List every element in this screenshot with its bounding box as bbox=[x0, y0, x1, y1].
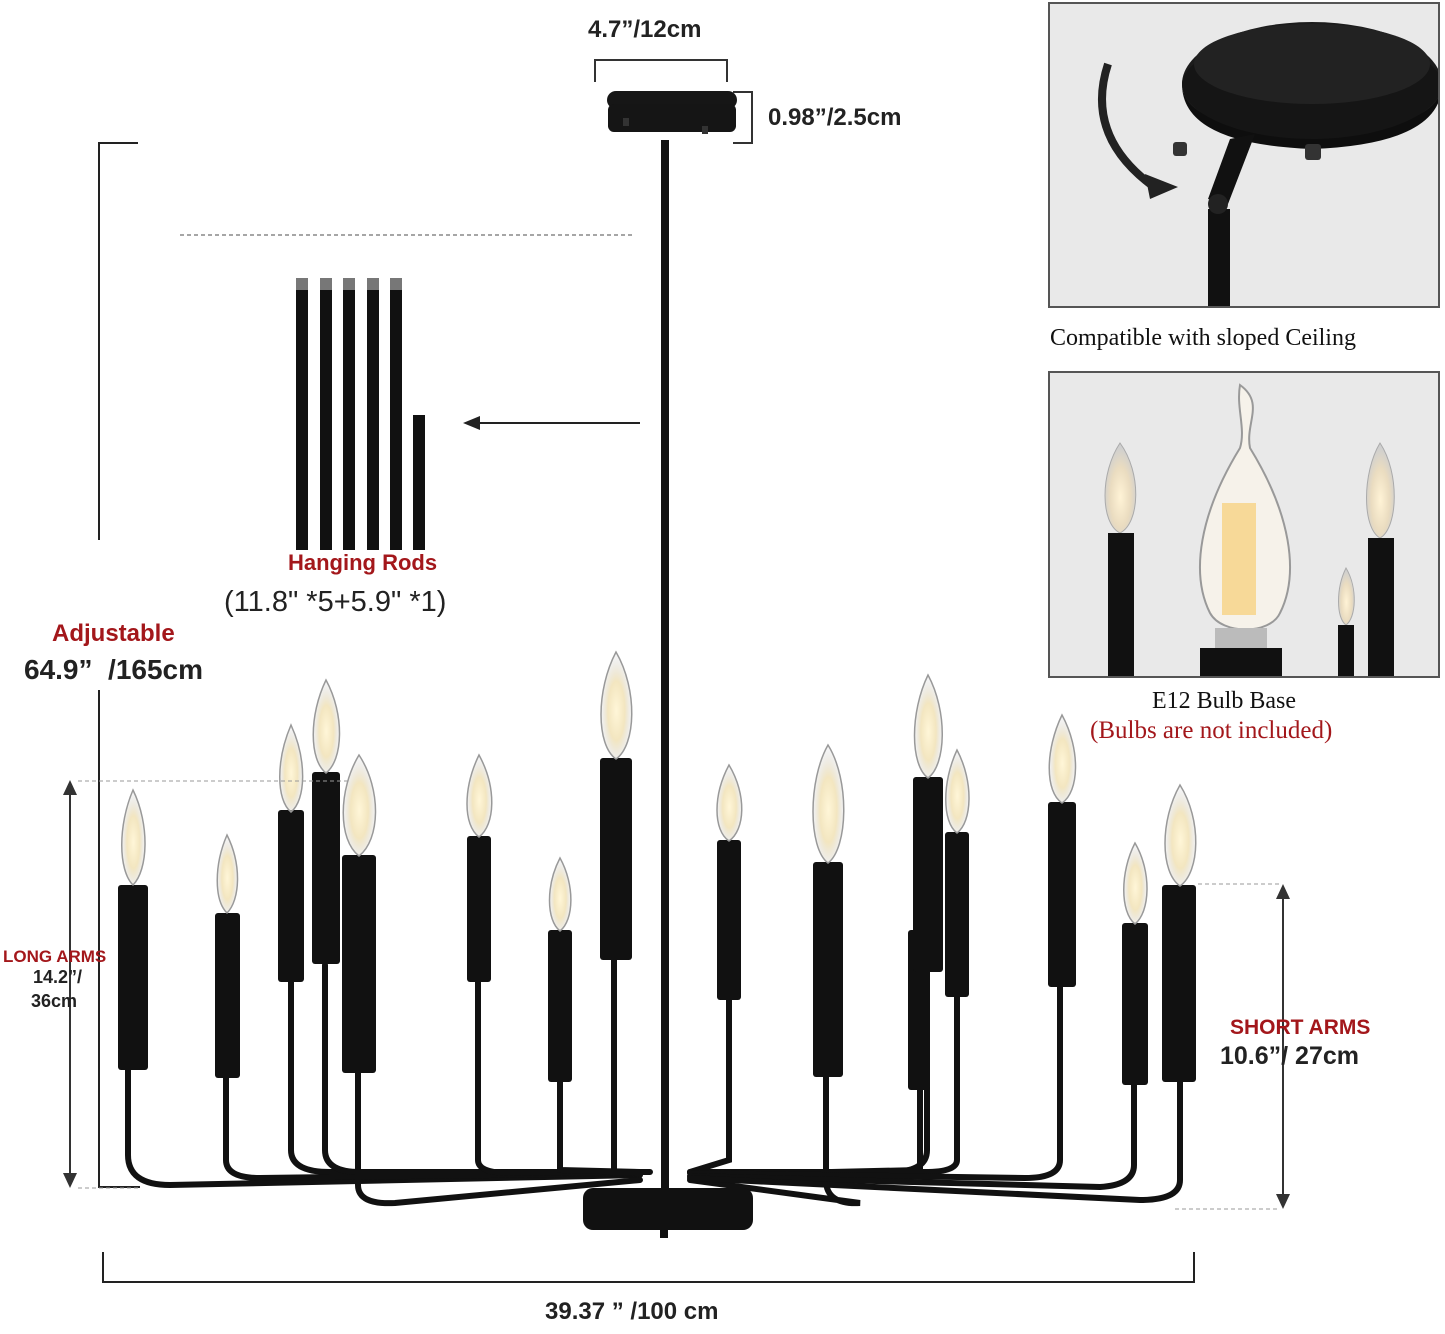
adjustable-label: Adjustable bbox=[52, 620, 175, 647]
sloped-ceiling-canopy-image bbox=[1098, 22, 1438, 306]
total-width-label: 39.37 ” /100 cm bbox=[545, 1298, 719, 1325]
canopy-width-label: 4.7”/12cm bbox=[588, 16, 702, 43]
canopy-height-label: 0.98”/2.5cm bbox=[768, 104, 902, 131]
hanging-rods-label: Hanging Rods bbox=[288, 550, 438, 575]
flame-bulbs bbox=[121, 650, 1197, 932]
short-arms-dimension bbox=[1175, 883, 1290, 1210]
adjustable-height-bracket bbox=[98, 142, 140, 1188]
candle-sleeves bbox=[118, 758, 1196, 1090]
hanging-rods bbox=[296, 278, 425, 550]
long-arms-dimension bbox=[63, 780, 350, 1189]
bulb-base-caption: E12 Bulb Base bbox=[1152, 688, 1296, 714]
bulb-not-included-note: (Bulbs are not included) bbox=[1090, 717, 1333, 744]
center-hub bbox=[583, 1188, 753, 1230]
chandelier-arms bbox=[125, 957, 1183, 1207]
hanging-rods-value: (11.8" *5+5.9" *1) bbox=[224, 586, 447, 618]
adjustable-value: 64.9” /165cm bbox=[24, 654, 204, 685]
rods-arrow bbox=[463, 416, 640, 430]
long-arms-label: LONG ARMS bbox=[3, 947, 107, 966]
canopy-width-bracket bbox=[594, 59, 728, 82]
long-arms-value-1: 14.2”/ bbox=[33, 967, 83, 987]
long-arms-value-2: 36cm bbox=[31, 991, 78, 1011]
bulb-base-panel bbox=[1048, 371, 1440, 678]
short-arms-label: SHORT ARMS bbox=[1230, 1016, 1371, 1039]
canopy bbox=[607, 91, 737, 134]
canopy-height-bracket bbox=[733, 91, 753, 144]
bulb-closeup-image bbox=[1104, 383, 1395, 676]
total-width-bracket bbox=[102, 1252, 1195, 1283]
sloped-ceiling-caption: Compatible with sloped Ceiling bbox=[1050, 325, 1356, 351]
short-arms-value: 10.6”/ 27cm bbox=[1220, 1042, 1359, 1070]
center-stem bbox=[661, 140, 669, 1190]
sloped-ceiling-panel bbox=[1048, 2, 1440, 308]
